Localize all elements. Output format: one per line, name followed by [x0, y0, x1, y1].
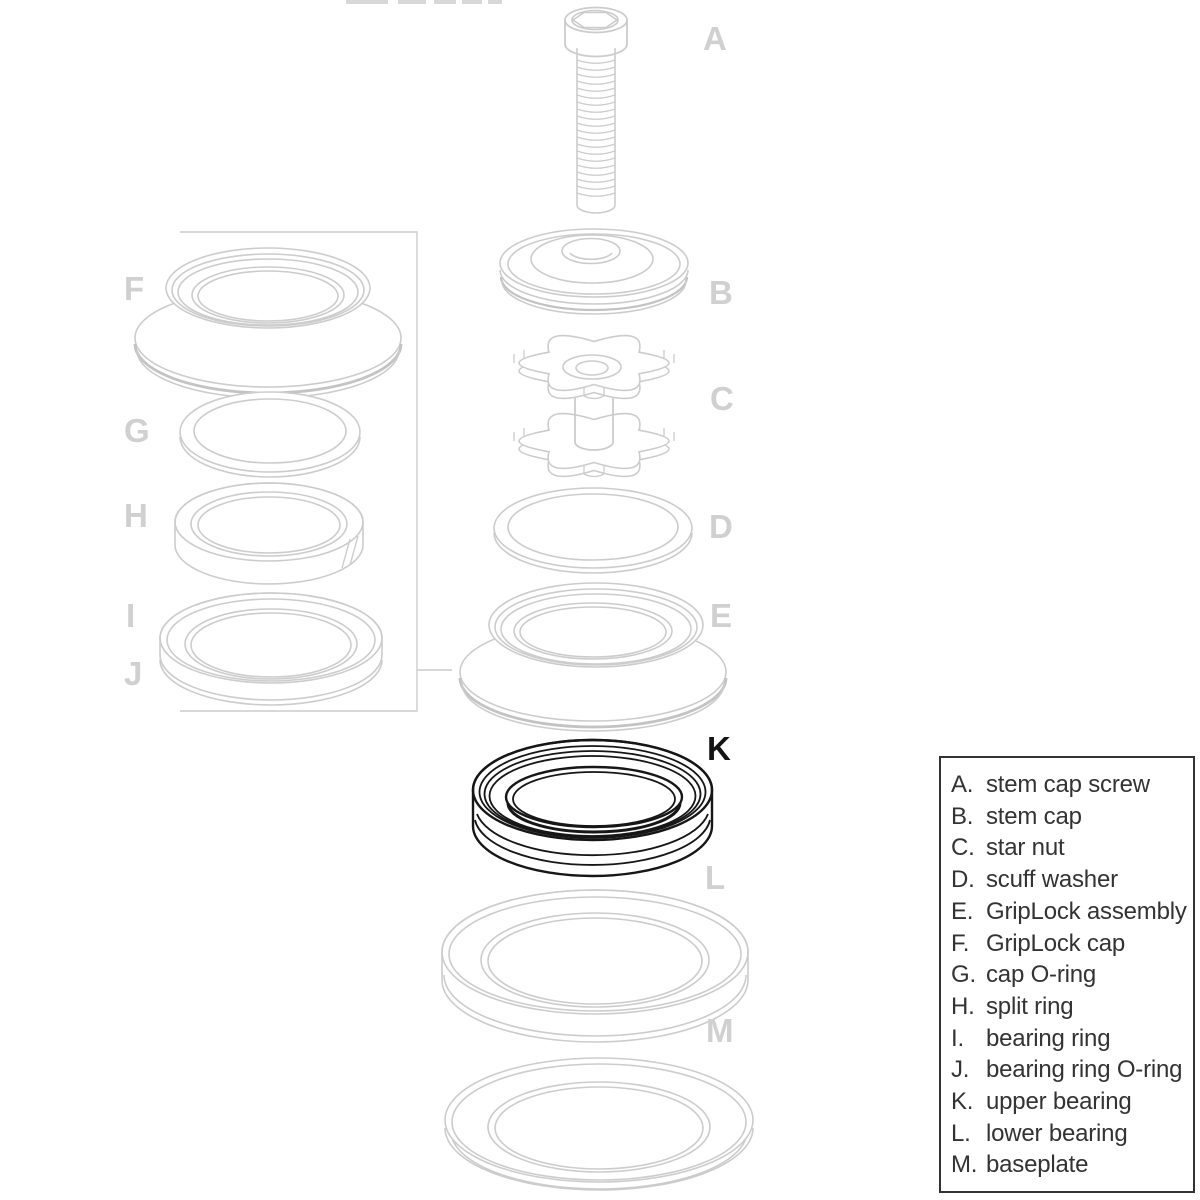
- legend-item-name: scuff washer: [986, 866, 1118, 894]
- clipped-logo-fragment: [346, 0, 502, 4]
- part-h-split-ring: [174, 482, 364, 585]
- legend-item-letter: L.: [951, 1119, 971, 1147]
- legend-item-letter: E.: [951, 897, 974, 925]
- part-g-cap-o-ring: [179, 391, 361, 478]
- part-i-j-bearing-ring-and-o-ring: [159, 592, 383, 706]
- part-l-lower-bearing: [441, 889, 749, 1043]
- legend-item-letter: K.: [951, 1088, 974, 1116]
- legend-item: H. split ring: [951, 991, 1193, 1023]
- part-b-stem-cap: [499, 228, 689, 315]
- legend-item: M. baseplate: [951, 1149, 1193, 1181]
- part-label-e: E: [710, 597, 733, 634]
- legend-item-name: bearing ring O-ring: [986, 1056, 1183, 1084]
- legend-item-letter: F.: [951, 929, 970, 957]
- legend-box: A. stem cap screw B. stem cap C. star nut D…: [939, 756, 1195, 1193]
- part-label-a: A: [703, 20, 727, 57]
- part-a-stem-cap-screw: [564, 6, 628, 214]
- part-label-i: I: [126, 597, 136, 634]
- part-label-j: J: [124, 655, 143, 692]
- part-label-m: M: [706, 1012, 734, 1049]
- legend-item: J. bearing ring O-ring: [951, 1054, 1193, 1086]
- legend-item: A. stem cap screw: [951, 769, 1193, 801]
- part-label-k: K: [707, 730, 731, 767]
- part-label-d: D: [709, 508, 733, 545]
- legend-item-letter: M.: [951, 1151, 978, 1179]
- part-k-upper-bearing: [471, 738, 714, 878]
- legend-item: I. bearing ring: [951, 1023, 1193, 1055]
- legend-item-letter: C.: [951, 834, 975, 862]
- legend-item-letter: I.: [951, 1024, 964, 1052]
- legend-item: E. GripLock assembly: [951, 896, 1193, 928]
- legend-item-letter: D.: [951, 866, 975, 894]
- legend-item: C. star nut: [951, 832, 1193, 864]
- legend-item-letter: A.: [951, 771, 974, 798]
- legend-item: L. lower bearing: [951, 1118, 1193, 1150]
- legend-item: D. scuff washer: [951, 864, 1193, 896]
- legend-item-name: GripLock cap: [986, 929, 1125, 957]
- legend-item-letter: J.: [951, 1056, 970, 1084]
- group-bracket-f-to-j: [180, 231, 452, 712]
- legend-item: G. cap O-ring: [951, 959, 1193, 991]
- legend-item-name: split ring: [986, 992, 1074, 1020]
- legend-item-name: upper bearing: [986, 1088, 1132, 1116]
- legend-item-name: GripLock assembly: [986, 897, 1187, 925]
- part-label-g: G: [124, 412, 150, 449]
- legend-item-name: stem cap: [986, 802, 1082, 830]
- legend-item: K. upper bearing: [951, 1086, 1193, 1118]
- part-e-griplock-assembly: [458, 582, 728, 732]
- legend-item-letter: G.: [951, 961, 976, 989]
- legend-item-name: stem cap screw: [986, 771, 1150, 798]
- part-label-l: L: [705, 859, 726, 896]
- legend-item-name: star nut: [986, 834, 1065, 862]
- legend-item-letter: H.: [951, 992, 975, 1020]
- part-label-b: B: [709, 274, 733, 311]
- part-label-f: F: [124, 270, 145, 307]
- part-m-baseplate: [444, 1057, 754, 1191]
- legend-item: F. GripLock cap: [951, 928, 1193, 960]
- part-f-griplock-cap: [133, 247, 403, 399]
- legend-item-letter: B.: [951, 802, 974, 830]
- legend-item-name: bearing ring: [986, 1024, 1111, 1052]
- part-d-scuff-washer: [493, 487, 693, 574]
- part-c-star-nut: [513, 334, 675, 478]
- legend-item-name: cap O-ring: [986, 961, 1097, 989]
- legend-item-name: lower bearing: [986, 1119, 1128, 1147]
- legend-item-name: baseplate: [986, 1151, 1089, 1179]
- legend-item: B. stem cap: [951, 801, 1193, 833]
- part-label-c: C: [710, 380, 734, 417]
- part-label-h: H: [124, 497, 148, 534]
